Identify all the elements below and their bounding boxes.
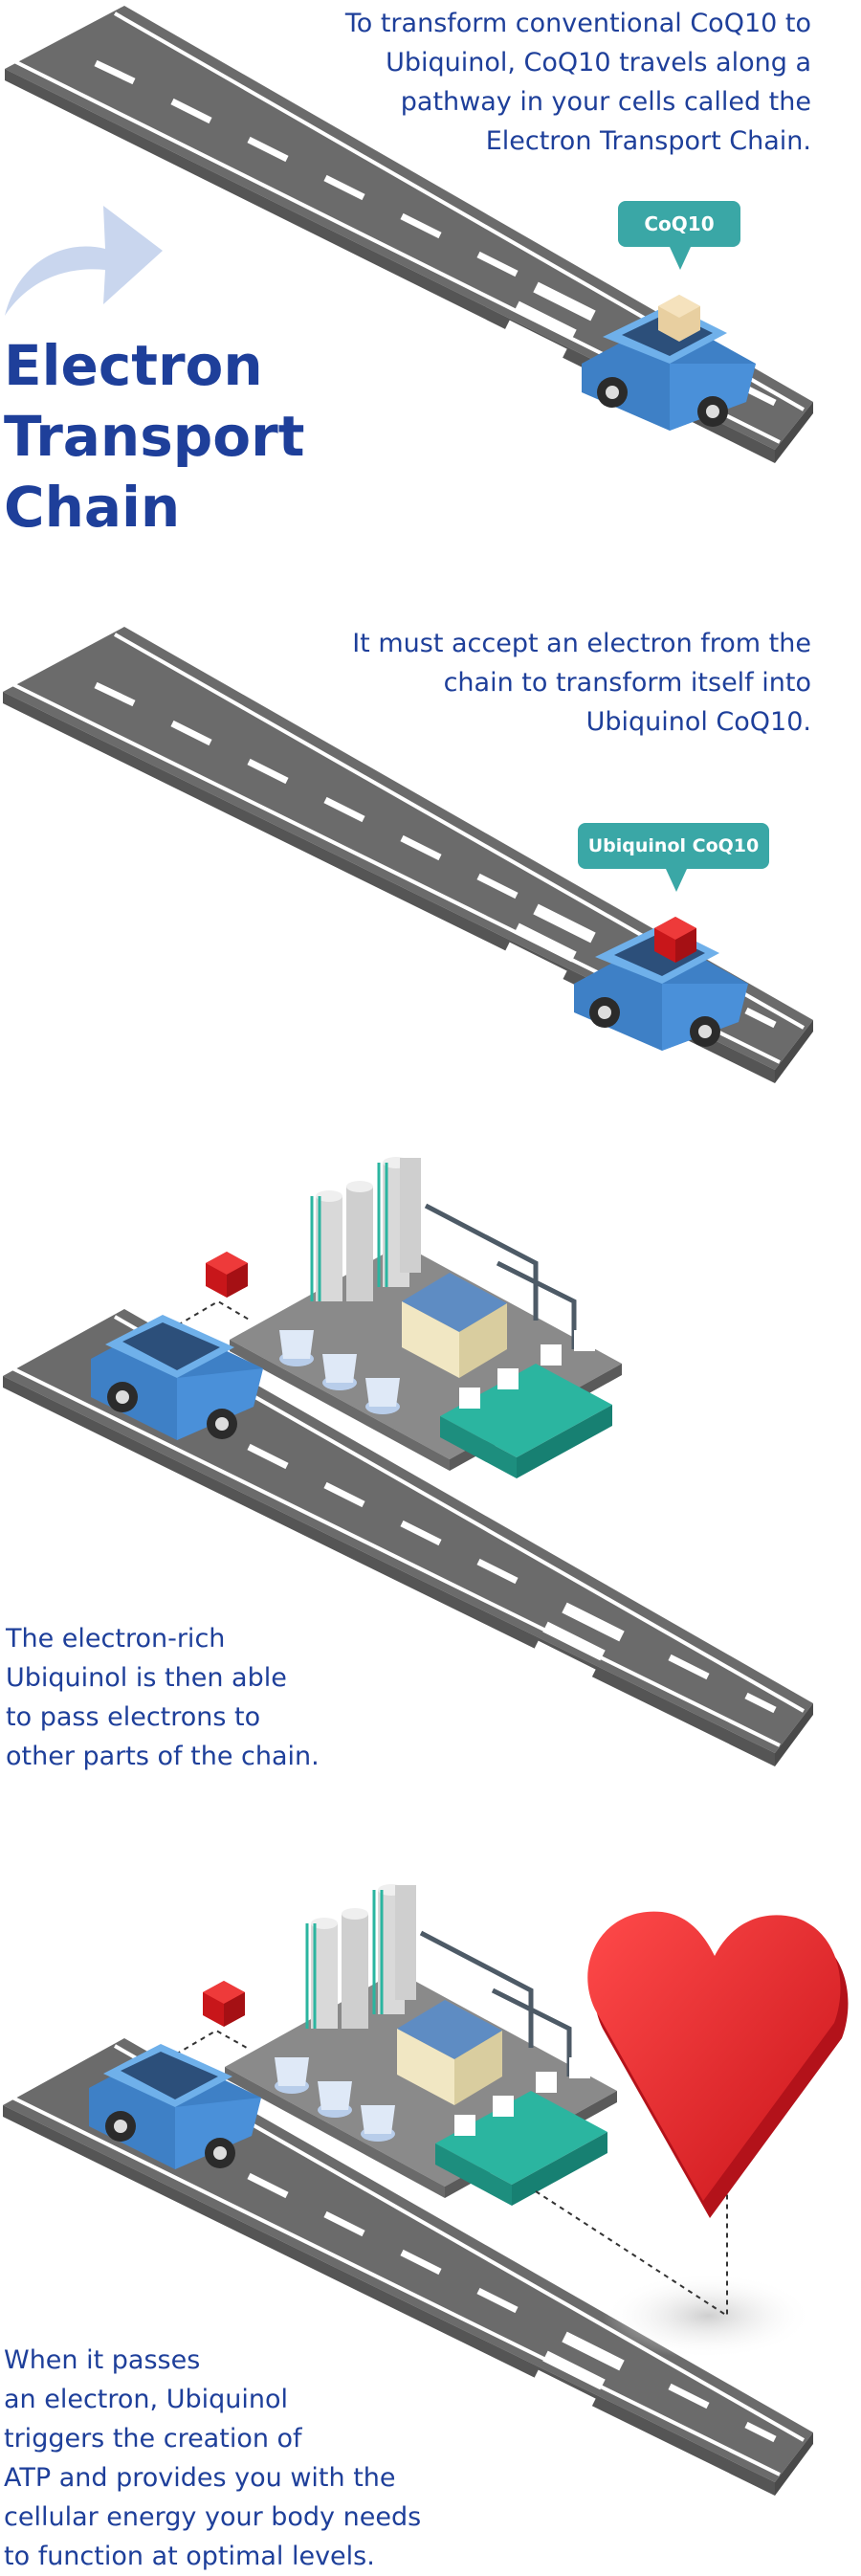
section-title: Electron Transport Chain bbox=[4, 330, 482, 543]
car-label-coq10: CoQ10 bbox=[644, 212, 715, 235]
section-title-line-2: Transport Chain bbox=[4, 404, 305, 540]
caption-3-line: other parts of the chain. bbox=[6, 1742, 320, 1771]
caption-2: It must accept an electron from the chai… bbox=[287, 624, 811, 742]
car-4 bbox=[89, 2044, 261, 2169]
electron-cube-3 bbox=[206, 1252, 248, 1298]
caption-3-line: The electron-rich bbox=[6, 1624, 226, 1654]
caption-3: The electron-rich Ubiquinol is then able… bbox=[6, 1619, 408, 1776]
section-title-line-1: Electron bbox=[4, 333, 263, 398]
caption-2-line: chain to transform itself into bbox=[443, 668, 811, 698]
heart-shadow bbox=[603, 2273, 813, 2359]
caption-4-line: When it passes bbox=[4, 2345, 201, 2375]
caption-1-line: To transform conventional CoQ10 to bbox=[344, 9, 811, 38]
curved-arrow-icon bbox=[5, 206, 163, 316]
car-label-ubiquinol: Ubiquinol CoQ10 bbox=[587, 835, 760, 856]
caption-1-line: Ubiquinol, CoQ10 travels along a bbox=[386, 48, 811, 78]
caption-4-line: an electron, Ubiquinol bbox=[4, 2385, 288, 2414]
factory-3 bbox=[230, 1157, 622, 1478]
caption-4-line: triggers the creation of bbox=[4, 2424, 302, 2454]
caption-2-line: It must accept an electron from the bbox=[352, 629, 811, 658]
car-1 bbox=[582, 295, 756, 431]
caption-3-line: Ubiquinol is then able bbox=[6, 1663, 287, 1693]
heart-icon bbox=[587, 1911, 849, 2218]
caption-4-line: ATP and provides you with the bbox=[4, 2463, 396, 2493]
caption-1-line: pathway in your cells called the bbox=[400, 87, 811, 117]
caption-1-line: Electron Transport Chain. bbox=[485, 126, 811, 156]
caption-1: To transform conventional CoQ10 to Ubiqu… bbox=[287, 4, 811, 161]
speech-bubble-1 bbox=[618, 201, 740, 270]
caption-4-line: cellular energy your body needs bbox=[4, 2502, 422, 2532]
caption-4-line: to function at optimal levels. bbox=[4, 2542, 375, 2571]
electron-cube-2 bbox=[654, 917, 696, 963]
caption-4: When it passes an electron, Ubiquinol tr… bbox=[4, 2341, 501, 2576]
electron-cube-4 bbox=[203, 1981, 245, 2027]
speech-bubble-2 bbox=[578, 823, 769, 892]
connector-4a bbox=[150, 2029, 248, 2070]
caption-3-line: to pass electrons to bbox=[6, 1702, 261, 1732]
factory-4 bbox=[225, 1884, 617, 2206]
car-3 bbox=[91, 1315, 263, 1440]
caption-2-line: Ubiquinol CoQ10. bbox=[585, 707, 811, 737]
